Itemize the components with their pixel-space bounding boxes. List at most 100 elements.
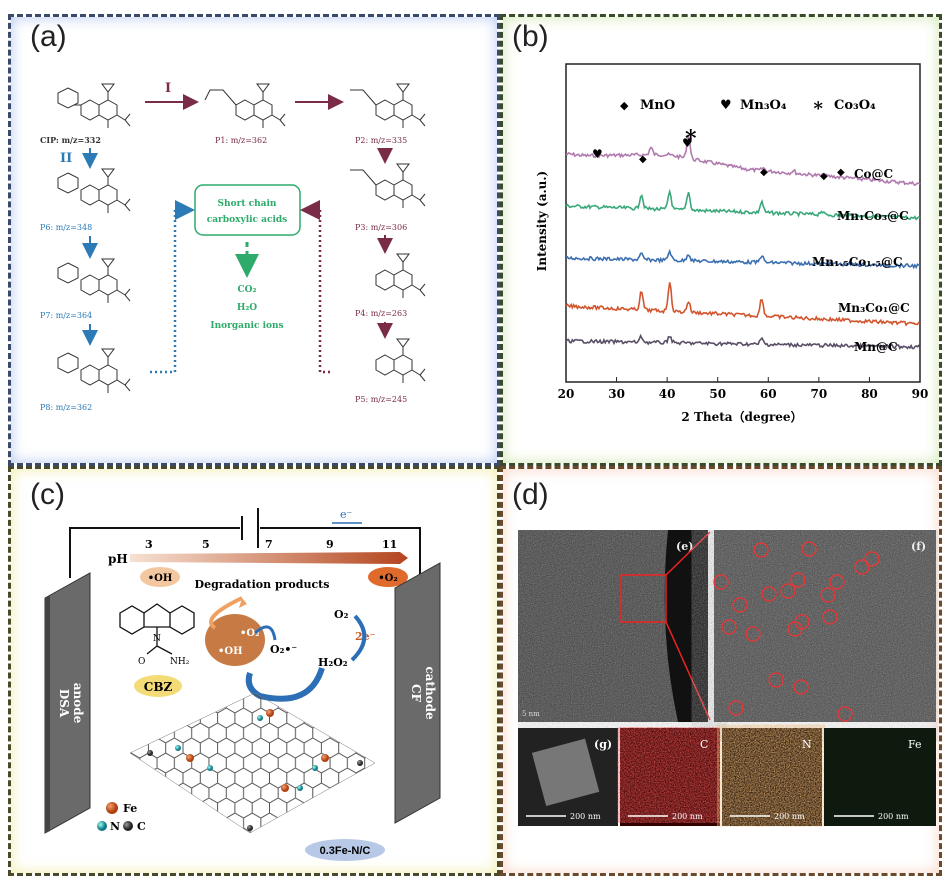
anode-label-2: anode <box>71 683 85 724</box>
arrow-degradation <box>209 596 243 630</box>
legend-fe: Fe <box>123 802 137 815</box>
product-ions: Inorganic ions <box>210 321 283 331</box>
ph-gradient-bar <box>130 552 408 564</box>
o2-label: O₂ <box>334 608 349 621</box>
legend-mno-symbol: ◆ <box>620 99 629 112</box>
catalyst-label: 0.3Fe-N/C <box>320 845 371 857</box>
p1-label: P1: m/z=362 <box>215 136 267 145</box>
radical-o2: •O₂ <box>240 628 259 639</box>
cbz-molecule <box>119 603 195 655</box>
cbz-n-atom: N <box>153 634 161 644</box>
panel-a <box>8 14 500 466</box>
xrd-series-line <box>565 188 921 221</box>
x-tick-label: 50 <box>709 387 726 401</box>
xrd-series-line <box>565 248 921 270</box>
p4-molecule <box>375 253 426 299</box>
marker-heart-2: ♥ <box>682 136 693 150</box>
p6-molecule <box>57 168 131 214</box>
cbz-label: CBZ <box>144 680 173 694</box>
x-tick-label: 20 <box>558 387 575 401</box>
p8-label: P8: m/z=362 <box>40 403 92 412</box>
panel-d-microscopy: (e) 5 nm (f) (g) C N Fe 200 nm 200 nm 20… <box>518 530 936 826</box>
scale-g: 200 nm <box>570 812 601 821</box>
panel-d-label: (d) <box>512 478 549 511</box>
graphene-sheet <box>129 692 376 834</box>
legend-co3o4-symbol: ∗ <box>812 95 824 116</box>
cip-molecule <box>57 83 131 129</box>
legend-n-dot <box>97 821 107 831</box>
p2-label: P2: m/z=335 <box>355 136 407 145</box>
box-line-1: Short chain <box>218 199 277 209</box>
xrd-series-line <box>565 134 921 187</box>
electron-label: e⁻ <box>340 508 353 521</box>
ph-tick-3: 3 <box>145 538 153 551</box>
box-line-2: carboxylic acids <box>207 215 288 225</box>
panel-b <box>500 14 942 466</box>
panel-d <box>500 466 942 876</box>
oh-left-label: •OH <box>148 573 173 584</box>
ph-tick-11: 11 <box>382 538 397 551</box>
legend-mn3o4: Mn₃O₄ <box>740 98 787 113</box>
arrow-o2-to-h2o2 <box>350 614 367 662</box>
p7-molecule <box>57 258 131 304</box>
legend-c: C <box>137 820 146 833</box>
marker-star: * <box>685 126 697 152</box>
scale-e: 5 nm <box>522 710 540 718</box>
ph-label: pH <box>108 552 128 566</box>
marker-diamond-2: ◆ <box>760 167 768 178</box>
o2-right-label: •O₂ <box>378 573 397 584</box>
p7-label: P7: m/z=364 <box>40 311 92 320</box>
tag-f: (f) <box>911 540 926 553</box>
superoxide-label: O₂•⁻ <box>270 643 297 656</box>
radical-bubble <box>205 614 265 666</box>
series-label-mn3co1: Mn₃Co₁@C <box>838 301 910 315</box>
series-label-mn: Mn@C <box>854 340 898 354</box>
marker-diamond-3: ◆ <box>820 171 828 182</box>
series-label-mn1co3: Mn₁Co₃@C <box>837 209 909 223</box>
p5-molecule <box>375 338 426 384</box>
panel-c-label: (c) <box>30 478 65 511</box>
panel-a-label: (a) <box>30 20 67 53</box>
p1-molecule <box>204 83 286 129</box>
p3-label: P3: m/z=306 <box>355 223 407 232</box>
arrow-h2o2-to-catalyst <box>245 667 325 702</box>
p4-label: P4: m/z=263 <box>355 309 407 318</box>
arrow-to-superoxide <box>254 625 277 641</box>
graphene-atoms <box>147 709 363 831</box>
xrd-xlabel: 2 Theta（degree） <box>681 409 802 424</box>
x-tick-label: 90 <box>912 387 929 401</box>
ph-tick-7: 7 <box>265 538 273 551</box>
marker-diamond-1: ◆ <box>639 154 647 165</box>
marker-diamond-4: ◆ <box>837 167 845 178</box>
p6-label: P6: m/z=348 <box>40 223 92 232</box>
cathode-label-1: CF <box>409 684 423 703</box>
legend-fe-dot <box>106 802 118 814</box>
radical-oh: •OH <box>218 646 243 657</box>
eds-fe-label: Fe <box>908 738 922 751</box>
scale-c: 200 nm <box>672 812 703 821</box>
ph-tick-5: 5 <box>202 538 210 551</box>
product-h2o: H₂O <box>237 303 257 313</box>
oh-bubble <box>140 567 180 587</box>
o2-bubble <box>368 567 408 587</box>
series-label-mn15co15: Mn₁.₅Co₁.₅@C <box>812 255 903 269</box>
cbz-nh2: NH₂ <box>170 657 190 667</box>
xrd-plot-frame <box>565 63 921 383</box>
eds-map-fe <box>824 728 936 826</box>
fe-site-circles <box>713 541 880 722</box>
x-tick-label: 60 <box>760 387 777 401</box>
cip-label: CIP: m/z=332 <box>40 135 101 145</box>
xrd-legend: ◆ MnO ♥ Mn₃O₄ ∗ Co₃O₄ <box>620 95 876 116</box>
xrd-series-line <box>565 333 921 351</box>
legend-co3o4: Co₃O₄ <box>834 98 876 113</box>
h2o2-label: H₂O₂ <box>318 656 348 669</box>
panel-b-label: (b) <box>512 20 549 53</box>
p8-molecule <box>57 348 131 394</box>
eds-n-label: N <box>802 738 812 751</box>
xrd-chart: ◆ MnO ♥ Mn₃O₄ ∗ Co₃O₄ Intensity (a.u.) 2… <box>535 63 929 424</box>
scale-n: 200 nm <box>774 812 805 821</box>
legend-c-dot <box>123 821 133 831</box>
cathode-plate <box>394 562 441 824</box>
p5-label: P5: m/z=245 <box>355 395 407 404</box>
cbz-o-atom: O <box>138 657 145 667</box>
